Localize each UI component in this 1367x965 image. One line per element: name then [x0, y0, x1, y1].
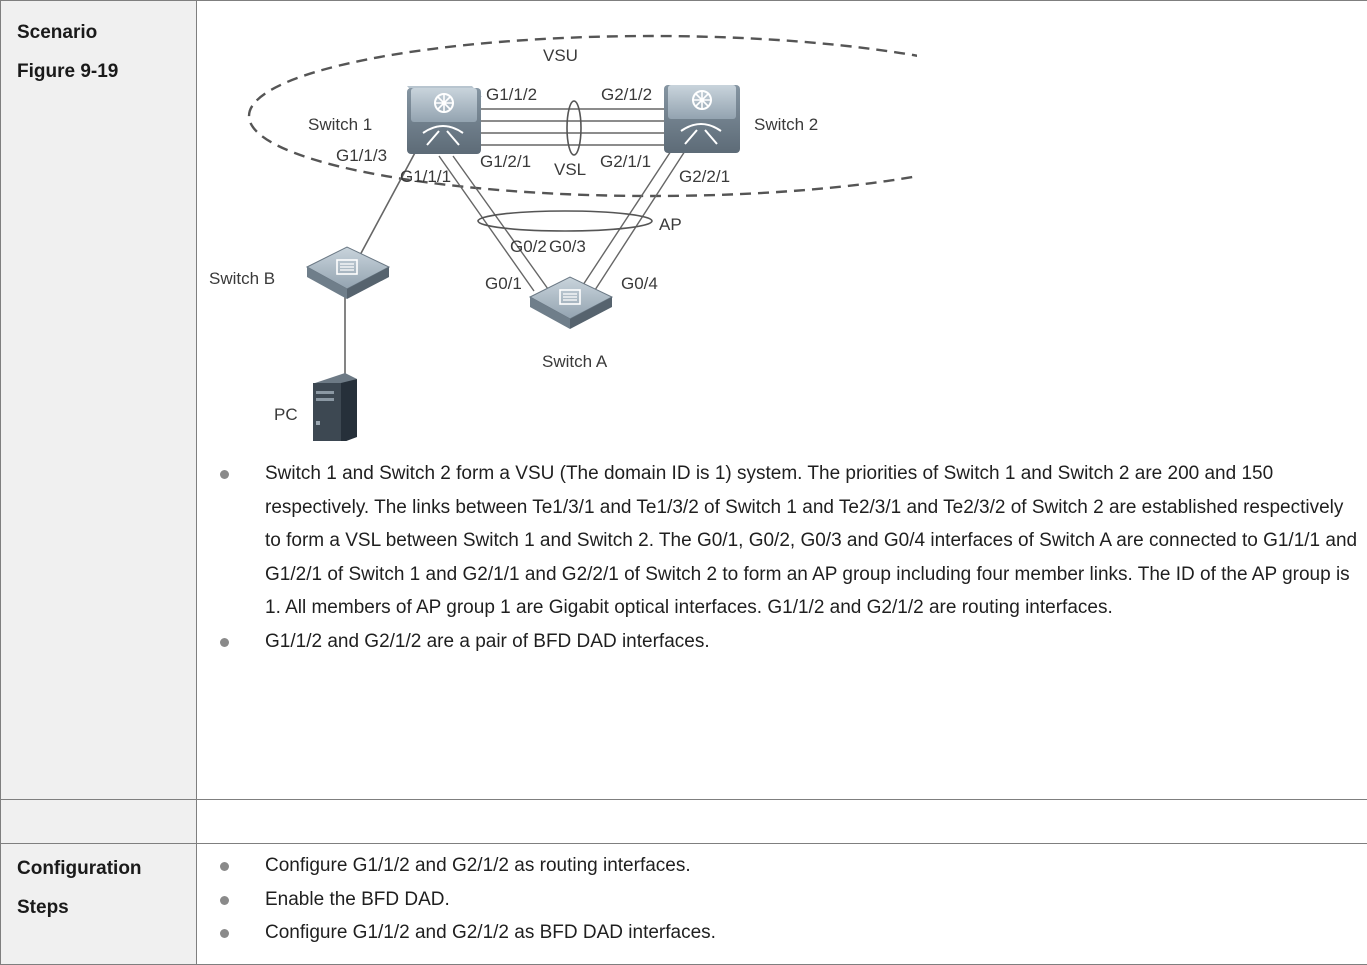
configuration-content-cell: Configure G1/1/2 and G2/1/2 as routing i… [196, 843, 1367, 965]
bullet-dot [220, 929, 229, 938]
spacer-label-cell [0, 799, 197, 844]
list-item: Configure G1/1/2 and G2/1/2 as routing i… [197, 849, 1367, 883]
switcha-icon [528, 276, 614, 329]
step-text: Enable the BFD DAD. [265, 888, 450, 910]
scenario-label: Scenario [17, 22, 98, 43]
list-item: Configure G1/1/2 and G2/1/2 as BFD DAD i… [197, 916, 1367, 950]
pc-icon [313, 373, 357, 441]
switchb-label: Switch B [209, 269, 275, 288]
ap-bundle-ring [477, 210, 653, 232]
configuration-row: Configuration Steps Configure G1/1/2 and… [0, 843, 1367, 965]
link-switch1-switchb [358, 148, 418, 258]
switch1-icon [407, 86, 482, 154]
spacer-content-cell [196, 799, 1367, 844]
ap-label: AP [659, 215, 682, 234]
switcha-label: Switch A [542, 352, 608, 371]
vsl-bundle-ring [566, 100, 582, 156]
bullet-text: G1/1/2 and G2/1/2 are a pair of BFD DAD … [265, 630, 710, 652]
configuration-label-cell: Configuration Steps [0, 843, 197, 965]
list-item: Switch 1 and Switch 2 form a VSU (The do… [197, 457, 1367, 625]
list-item: Enable the BFD DAD. [197, 883, 1367, 917]
bullet-dot [220, 862, 229, 871]
network-diagram: VSU Switch 1 Switch 2 G1/1/2 G2/1/2 G1/1… [197, 1, 917, 441]
port-g04: G0/4 [621, 274, 658, 293]
topology-svg: VSU Switch 1 Switch 2 G1/1/2 G2/1/2 G1/1… [209, 34, 917, 441]
configuration-steps-list: Configure G1/1/2 and G2/1/2 as routing i… [197, 849, 1367, 950]
bullet-dot [220, 470, 229, 479]
configuration-label: Configuration [17, 858, 142, 879]
port-g112: G1/1/2 [486, 85, 537, 104]
list-item: G1/1/2 and G2/1/2 are a pair of BFD DAD … [197, 625, 1367, 659]
port-g211: G2/1/1 [600, 152, 651, 171]
pc-label: PC [274, 405, 298, 424]
scenario-bullet-list: Switch 1 and Switch 2 form a VSU (The do… [197, 457, 1367, 658]
port-g113: G1/1/3 [336, 146, 387, 165]
ap-links [438, 150, 686, 292]
port-g212: G2/1/2 [601, 85, 652, 104]
scenario-label-cell: Scenario Figure 9-19 [0, 0, 197, 800]
scenario-row: Scenario Figure 9-19 [0, 0, 1367, 800]
switch2-icon [664, 85, 740, 153]
vsu-boundary [247, 34, 917, 198]
port-g121: G1/2/1 [480, 152, 531, 171]
vsl-links [479, 108, 669, 146]
step-text: Configure G1/1/2 and G2/1/2 as BFD DAD i… [265, 922, 716, 943]
vsl-label: VSL [554, 160, 586, 179]
bullet-dot [220, 637, 229, 647]
step-text: Configure G1/1/2 and G2/1/2 as routing i… [265, 855, 691, 876]
scenario-content-cell: VSU Switch 1 Switch 2 G1/1/2 G2/1/2 G1/1… [196, 0, 1367, 800]
figure-label: Figure 9-19 [17, 61, 119, 82]
switchb-icon [305, 246, 391, 299]
switch1-label: Switch 1 [308, 115, 372, 134]
port-g03: G0/3 [549, 237, 586, 256]
spacer-row [0, 799, 1367, 844]
port-g111: G1/1/1 [400, 167, 451, 186]
port-g02: G0/2 [510, 237, 547, 256]
switch2-label: Switch 2 [754, 115, 818, 134]
port-g221: G2/2/1 [679, 167, 730, 186]
port-g01: G0/1 [485, 274, 522, 293]
bullet-dot [220, 895, 229, 905]
vsu-label: VSU [543, 46, 578, 65]
bullet-text: Switch 1 and Switch 2 form a VSU (The do… [265, 463, 1358, 618]
steps-label: Steps [17, 897, 69, 918]
